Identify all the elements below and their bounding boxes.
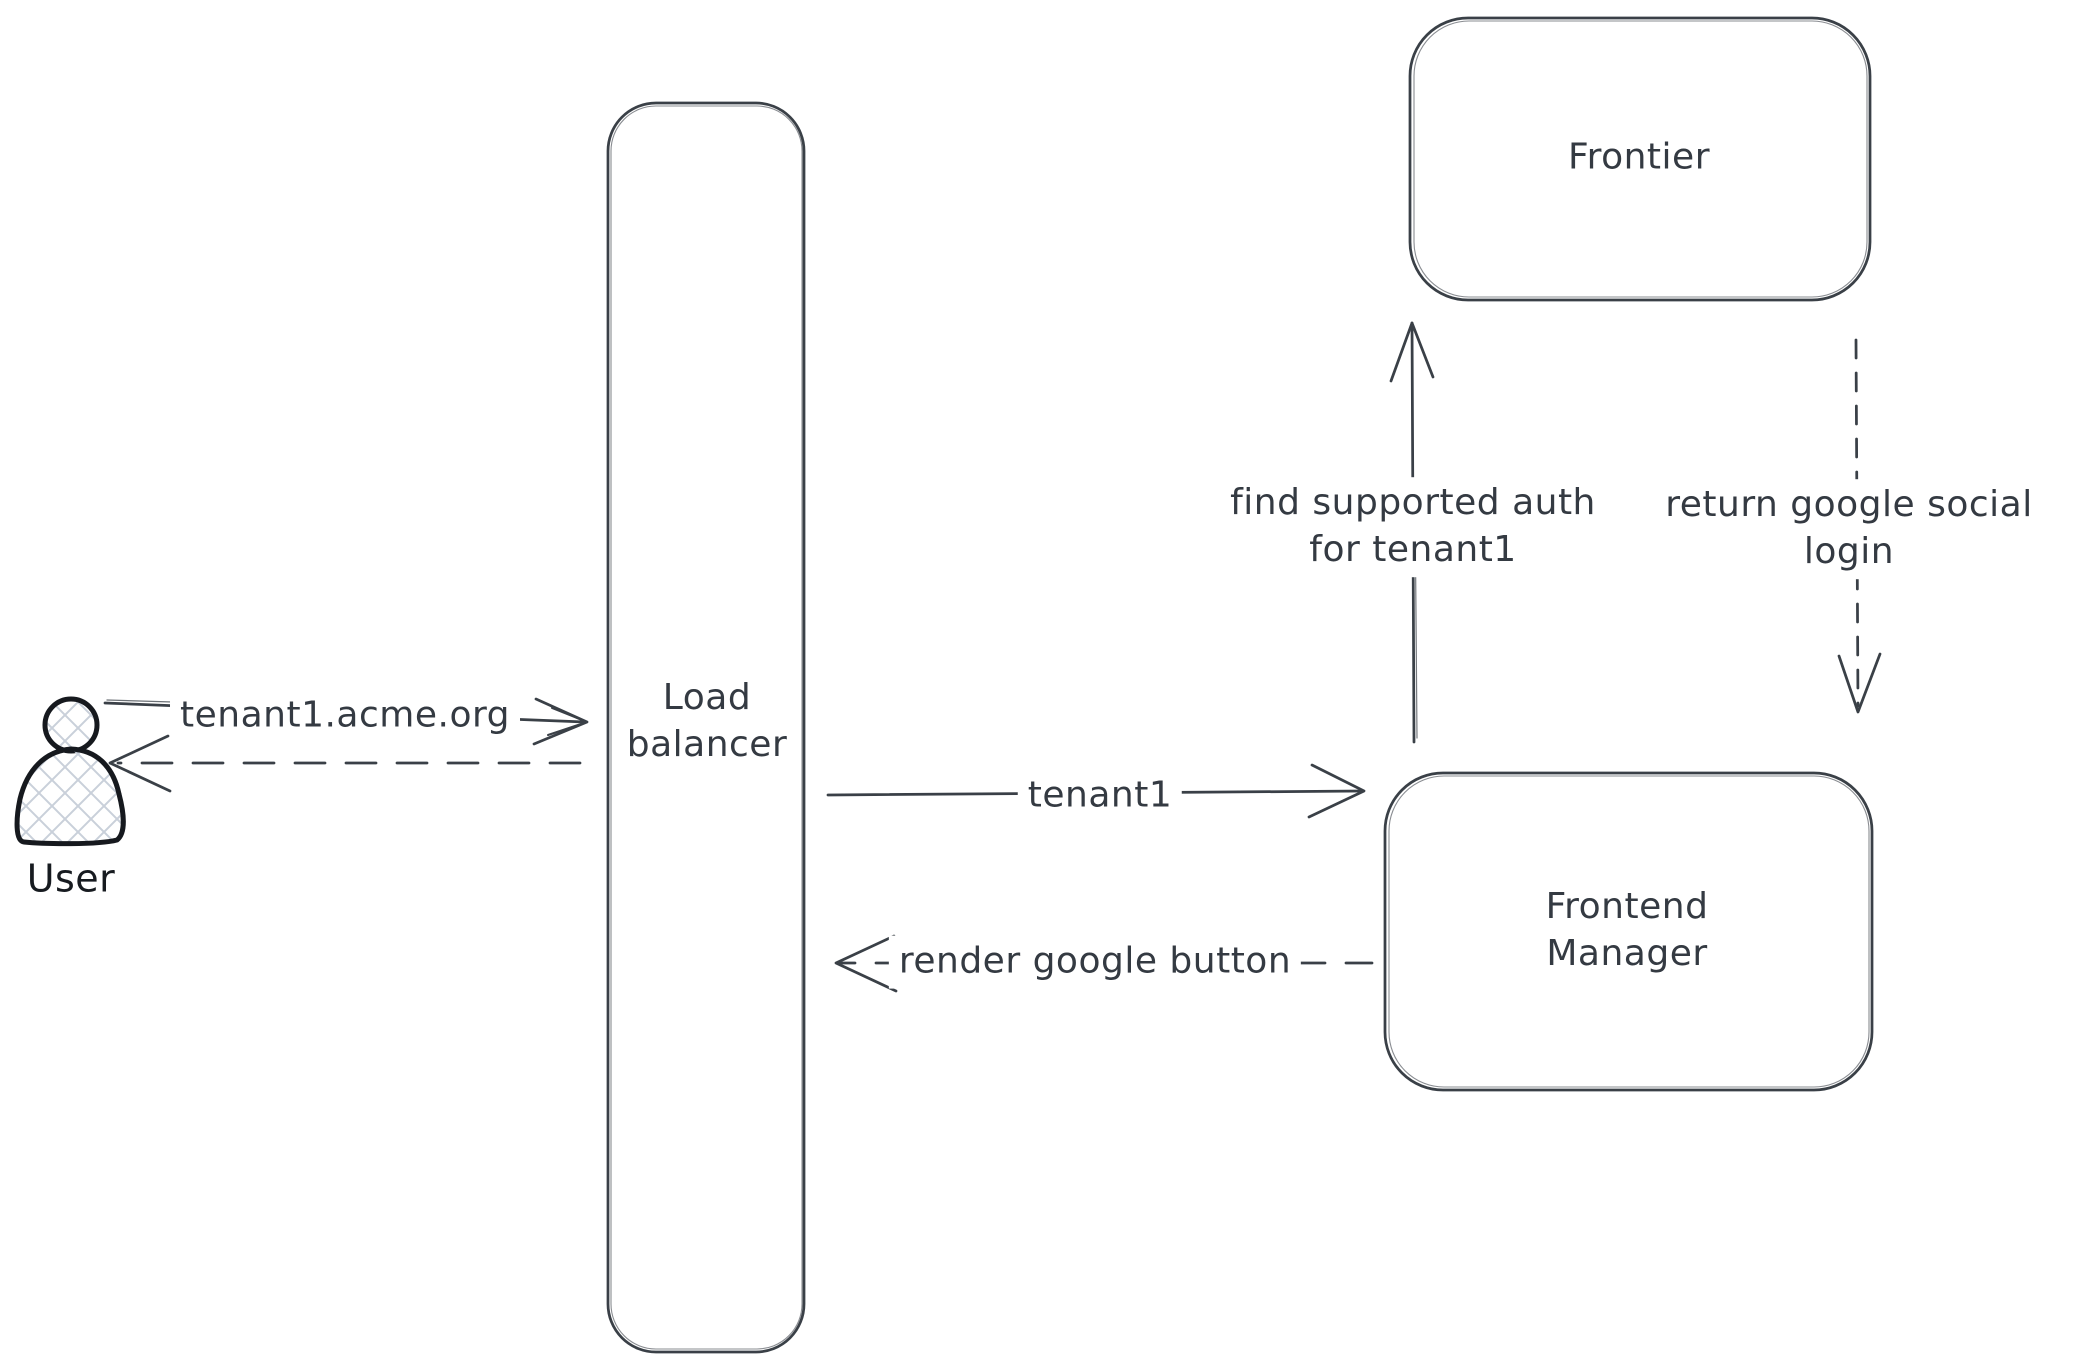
load-balancer-label-line2: balancer xyxy=(626,724,788,765)
box-sketch-line xyxy=(610,105,803,1350)
box-outline xyxy=(606,101,806,1354)
arrowhead-left xyxy=(834,934,898,993)
shapes-layer xyxy=(103,16,1882,1354)
arrowhead-down xyxy=(1837,652,1882,714)
user-node-label: User xyxy=(26,856,116,901)
box-sketch-line xyxy=(1413,20,1868,298)
load-balancer-node-label: Load balancer xyxy=(627,675,788,769)
arrowhead-left xyxy=(108,734,172,793)
edge-label-tenant1: tenant1 xyxy=(1017,769,1183,823)
edge-label-render-google-button: render google button xyxy=(888,935,1302,989)
box-sketch-line xyxy=(1388,775,1870,1088)
user-head xyxy=(42,696,100,754)
edge-label-find-supported-auth: find supported auth for tenant1 xyxy=(1220,477,1606,577)
user-body xyxy=(14,746,126,847)
load-balancer-label-line1: Load xyxy=(662,677,752,719)
return-google-social-line2: login xyxy=(1803,531,1895,572)
find-supported-auth-line1: find supported auth xyxy=(1230,482,1596,524)
arrowhead-right-inner xyxy=(547,707,588,736)
frontend-manager-box xyxy=(1383,771,1874,1092)
box-outline xyxy=(1408,16,1872,302)
user-figure xyxy=(14,696,126,847)
edge-label-return-google-social: return google social login xyxy=(1655,479,2043,579)
return-google-social-line1: return google social xyxy=(1665,484,2033,526)
edge-label-tenant1-acme-org: tenant1.acme.org xyxy=(170,689,520,743)
frontier-box xyxy=(1408,16,1872,302)
arrow-response-to-user xyxy=(108,734,582,793)
arrowhead-up xyxy=(1389,321,1435,383)
box-outline xyxy=(1383,771,1874,1092)
frontier-node-label: Frontier xyxy=(1567,136,1711,178)
find-supported-auth-line2: for tenant1 xyxy=(1309,529,1517,570)
frontend-manager-label-line1: Frontend xyxy=(1545,886,1709,928)
arrowhead-right xyxy=(1307,763,1366,819)
load-balancer-box xyxy=(606,101,806,1354)
frontend-manager-label-line2: Manager xyxy=(1546,933,1708,974)
frontend-manager-node-label: Frontend Manager xyxy=(1546,884,1709,978)
